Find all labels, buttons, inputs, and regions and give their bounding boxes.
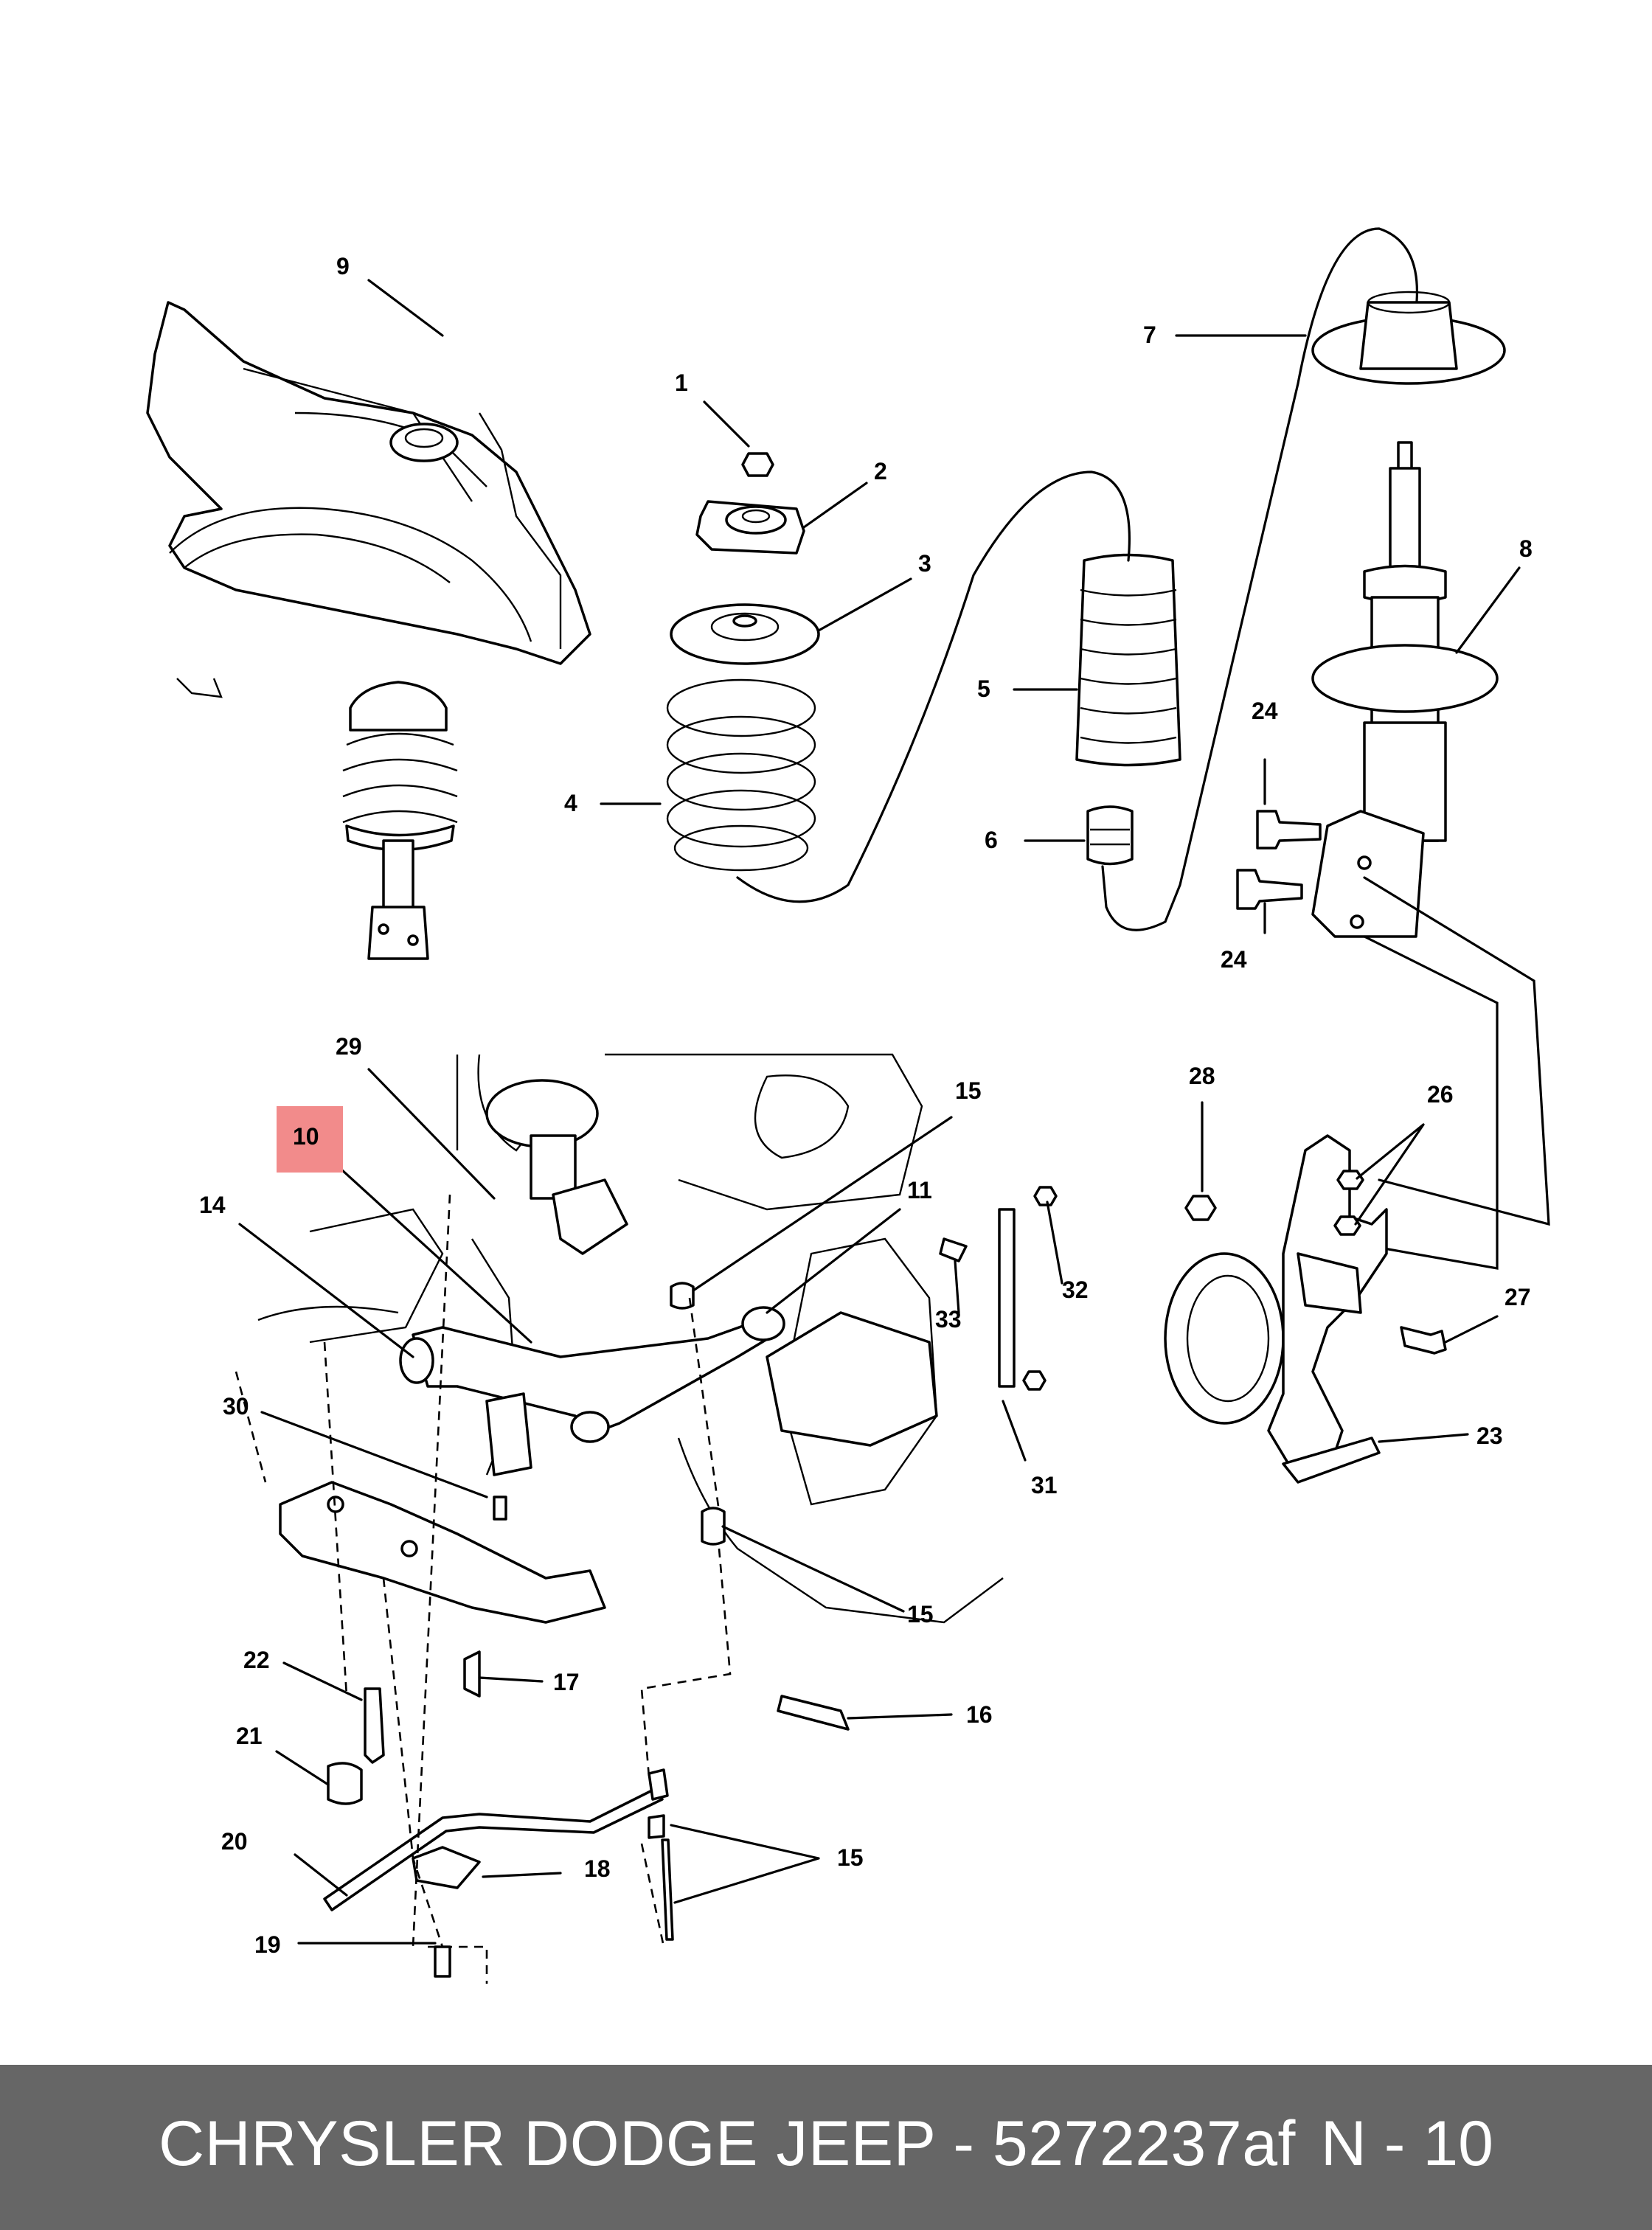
- coil-spring: [666, 678, 816, 872]
- steering-knuckle: [1164, 1134, 1388, 1484]
- callout-16: 16: [966, 1701, 993, 1728]
- callout-23: 23: [1476, 1423, 1503, 1449]
- spring-seat: [670, 603, 820, 665]
- caption-bar: CHRYSLER DODGE JEEP - 5272237af N - 10: [0, 2065, 1652, 2230]
- callout-6: 6: [985, 827, 998, 853]
- callout-21: 21: [236, 1723, 263, 1749]
- callout-5: 5: [977, 675, 990, 702]
- control-arm-bushings: [670, 1282, 726, 1546]
- fender-assembly: [146, 301, 591, 698]
- fasteners-left: [327, 1650, 850, 1978]
- callout-2: 2: [874, 458, 887, 484]
- upper-mount-nut: [741, 452, 774, 477]
- upper-spring-isolator: [1311, 291, 1506, 385]
- callout-labels: 9 1 2 3 4 5 6 7 8 24 24 29 10 14 15 11 2…: [199, 253, 1533, 1958]
- callout-15-bottom: 15: [837, 1844, 864, 1871]
- callout-33: 33: [935, 1306, 962, 1333]
- callout-30: 30: [223, 1393, 249, 1420]
- stabilizer-bar: [323, 1768, 674, 1941]
- callout-7: 7: [1143, 322, 1156, 348]
- callout-19: 19: [254, 1931, 281, 1958]
- callout-3: 3: [918, 550, 931, 577]
- callout-leaders: [238, 279, 1521, 1945]
- installed-strut-assembly: [342, 681, 458, 960]
- callout-14: 14: [199, 1192, 226, 1218]
- callout-18: 18: [584, 1855, 611, 1882]
- upper-strut-mount: [695, 500, 805, 555]
- callout-11: 11: [907, 1177, 932, 1203]
- engine-cradle-background: [257, 1053, 1004, 1624]
- callout-24-upper: 24: [1252, 698, 1278, 724]
- knuckle-fasteners: [1184, 1170, 1447, 1355]
- dashed-guides-lower: [235, 1194, 732, 1984]
- callout-4: 4: [564, 790, 577, 816]
- strut-knuckle-envelope: [1363, 876, 1550, 1270]
- strut-assembly: [1311, 441, 1499, 938]
- callout-29: 29: [336, 1033, 362, 1060]
- lower-control-arm: [399, 1306, 785, 1443]
- callout-1: 1: [675, 369, 688, 396]
- callout-17: 17: [553, 1669, 580, 1695]
- spring-parts-envelope: [736, 227, 1418, 931]
- callout-27: 27: [1504, 1284, 1531, 1310]
- callout-15-top: 15: [955, 1077, 982, 1104]
- callout-28: 28: [1189, 1063, 1215, 1089]
- callout-20: 20: [221, 1828, 248, 1855]
- crossmember: [279, 1311, 938, 1624]
- callout-31: 31: [1031, 1472, 1058, 1498]
- callout-26: 26: [1427, 1081, 1454, 1108]
- callout-22: 22: [243, 1647, 270, 1673]
- part-number-caption: CHRYSLER DODGE JEEP - 5272237af: [159, 2108, 1296, 2179]
- callout-9: 9: [336, 253, 350, 279]
- callout-32: 32: [1062, 1276, 1089, 1303]
- strut-bolts: [1236, 810, 1322, 910]
- callout-10: 10: [293, 1123, 319, 1150]
- jounce-bumper: [1086, 805, 1134, 866]
- callout-24-lower: 24: [1221, 946, 1247, 973]
- page-reference: N - 10: [1320, 2108, 1493, 2179]
- dust-boot: [1075, 553, 1181, 767]
- callout-15-mid: 15: [907, 1601, 934, 1628]
- link-assembly: [939, 1186, 1058, 1391]
- callout-10-highlight: [277, 1106, 343, 1173]
- callout-8: 8: [1519, 535, 1533, 562]
- exploded-parts-diagram: 9 1 2 3 4 5 6 7 8 24 24 29 10 14 15 11 2…: [146, 227, 1550, 1984]
